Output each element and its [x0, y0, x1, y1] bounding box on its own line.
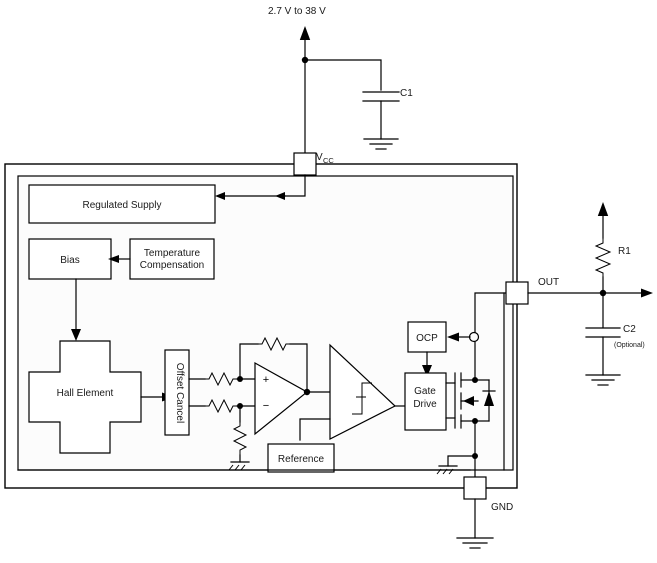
opamp-triangle[interactable] [254, 361, 309, 436]
pin-gnd-square[interactable] [463, 476, 487, 500]
ocp-gate-arrow-icon [422, 365, 432, 377]
ocp-box[interactable] [407, 321, 447, 353]
bias-arrow-icon [71, 329, 81, 341]
ground-symbol-c1 [363, 138, 399, 150]
vcc-arrow-reg-icon [215, 192, 225, 200]
reference-label: Reference [278, 454, 325, 465]
block-temperature-compensation[interactable] [108, 238, 215, 280]
c2-label: C2 [623, 324, 636, 335]
opamp-minus-label: − [263, 400, 269, 412]
reference-box[interactable] [267, 443, 335, 473]
regulated-supply-label: Regulated Supply [83, 200, 162, 211]
resistor-feedback [239, 336, 308, 393]
r1-label: R1 [618, 246, 631, 257]
temperature-compensation-box[interactable] [129, 238, 215, 280]
drain-to-out-wire [474, 292, 507, 333]
capacitor-c1 [362, 91, 400, 150]
pin-out[interactable] [505, 281, 653, 305]
c1-label: C1 [400, 88, 413, 99]
pin-gnd[interactable] [456, 476, 494, 549]
reference-to-comparator-wire [299, 418, 331, 441]
r1-supply-arrow-icon [597, 202, 609, 216]
pin-vcc-internal-wire [284, 174, 306, 197]
ocp-label: OCP [416, 333, 438, 344]
pin-vcc-sublabel: CC [323, 156, 334, 165]
pin-vcc-label: V [316, 152, 323, 163]
temperature-compensation-label-line2: Compensation [140, 260, 204, 271]
hall-element-label: Hall Element [57, 388, 114, 399]
amplifier-opamp[interactable]: + − [254, 361, 309, 436]
comparator-schmitt[interactable] [329, 343, 409, 440]
offset-cancel-box[interactable] [164, 349, 190, 436]
c1-top-wire [304, 59, 382, 91]
pin-out-label: OUT [538, 277, 559, 288]
pin-gnd-label: GND [491, 502, 513, 513]
ocp-arrow-icon [447, 332, 459, 342]
body-diode-triangle-icon [484, 391, 494, 406]
block-ocp[interactable] [407, 321, 480, 377]
ground-symbol-gnd-pin [456, 537, 494, 549]
output-mosfet [454, 372, 496, 429]
bias-label: Bias [60, 255, 79, 266]
current-sense-node-icon [468, 331, 480, 343]
tempcomp-arrow-icon [108, 255, 119, 263]
hall-element-cross-shape[interactable] [28, 340, 142, 454]
vcc-arrow-mid-icon [275, 192, 285, 200]
supply-rail-group [299, 26, 382, 165]
resistor-r1 [594, 202, 612, 294]
supply-arrow-icon [299, 26, 311, 40]
block-offset-cancel[interactable] [164, 349, 206, 436]
block-gate-drive[interactable] [404, 372, 456, 431]
block-bias[interactable] [28, 238, 112, 341]
supply-voltage-label: 2.7 V to 38 V [268, 6, 326, 17]
ground-symbol-c2 [585, 374, 621, 386]
c2-optional-note: (Optional) [614, 342, 645, 349]
pin-out-square[interactable] [505, 281, 529, 305]
gate-drive-label-line2: Drive [413, 399, 437, 410]
pin-vcc[interactable] [215, 152, 317, 200]
offset-cancel-label: Offset Cancel [174, 363, 185, 423]
resistor-input-minus [205, 398, 237, 414]
regulated-supply-box[interactable] [28, 184, 216, 224]
resistor-pulldown [228, 405, 250, 471]
capacitor-c2 [585, 292, 621, 386]
mosfet-bulk-arrow-icon [463, 396, 474, 406]
block-regulated-supply[interactable] [28, 184, 216, 224]
resistor-input-plus [205, 371, 237, 387]
gate-drive-label-line1: Gate [414, 386, 436, 397]
pin-vcc-square[interactable] [293, 152, 317, 176]
opamp-plus-label: + [263, 374, 269, 386]
gate-drive-box[interactable] [404, 372, 447, 431]
bias-box[interactable] [28, 238, 112, 280]
ground-symbol-amp [228, 461, 250, 471]
block-reference[interactable] [267, 443, 335, 473]
out-arrow-icon [641, 288, 653, 298]
temperature-compensation-label-line1: Temperature [144, 248, 201, 259]
hysteresis-icon [352, 382, 372, 415]
